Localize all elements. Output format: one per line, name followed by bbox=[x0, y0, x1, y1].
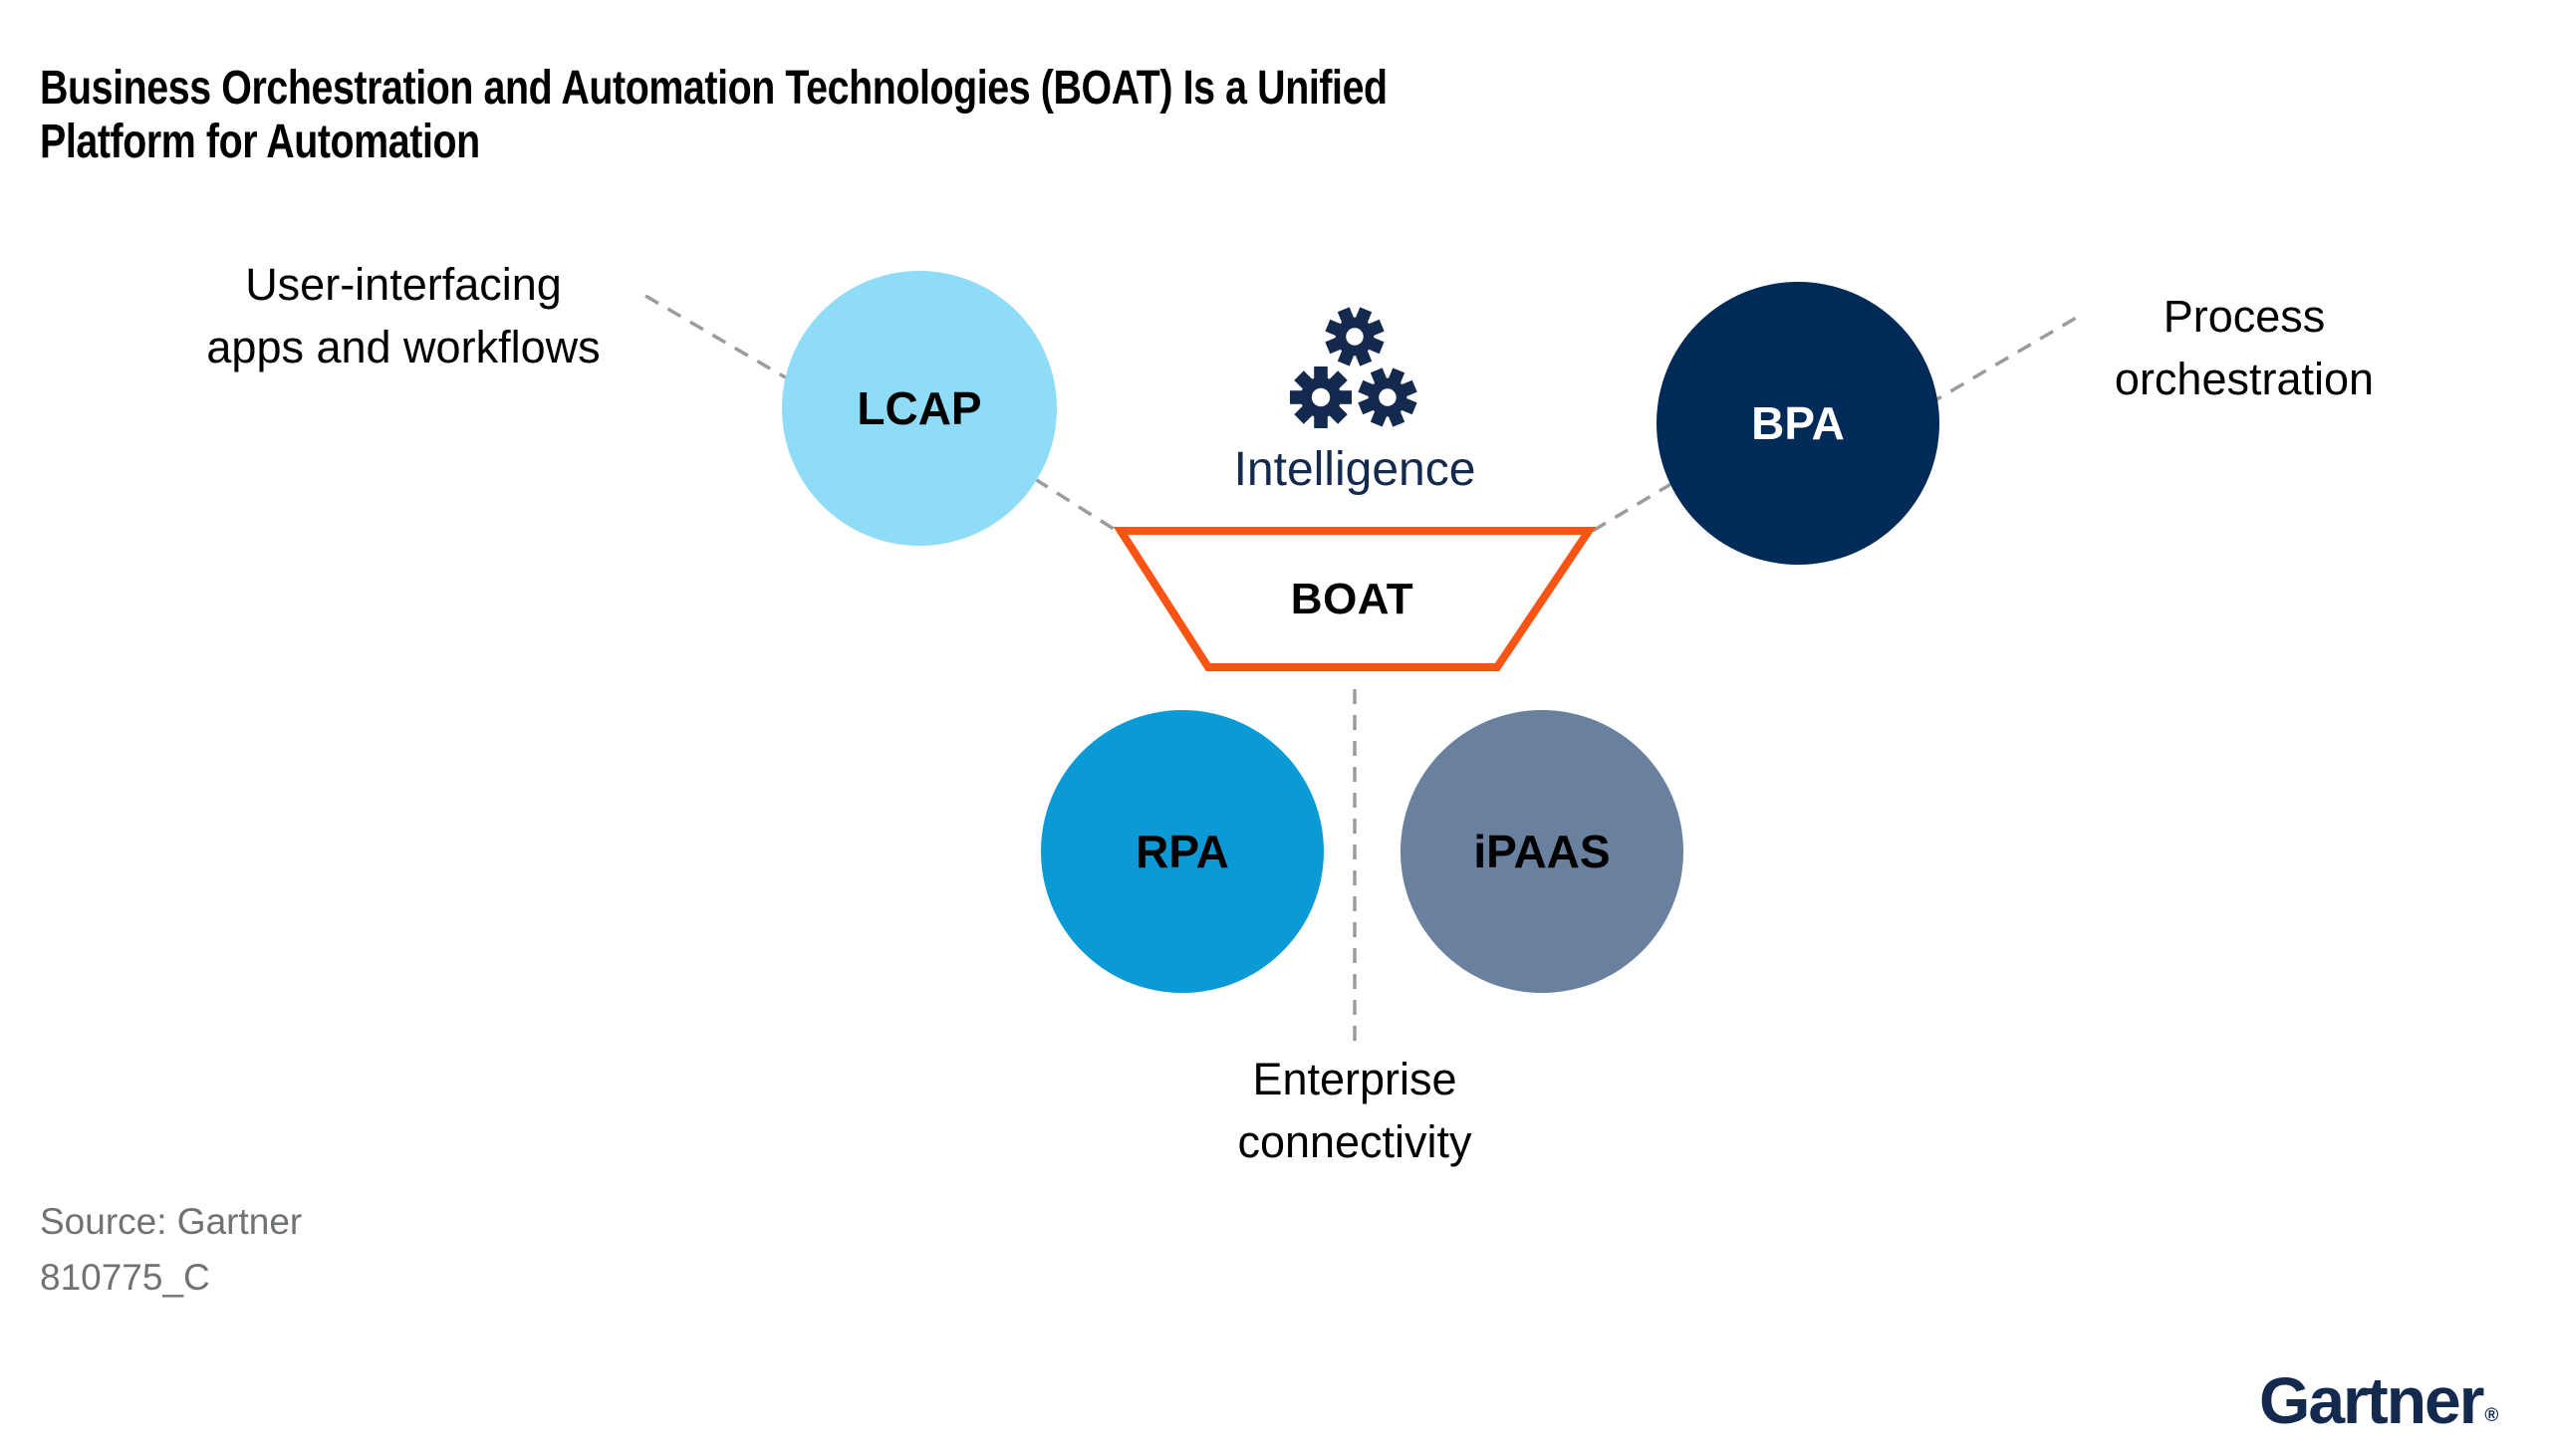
document-id: 810775_C bbox=[40, 1257, 210, 1298]
page-title: Business Orchestration and Automation Te… bbox=[40, 62, 1388, 169]
circle-lcap: LCAP bbox=[782, 271, 1057, 546]
gartner-logo-text: Gartner bbox=[2259, 1363, 2484, 1437]
connector-boat-to-bpa bbox=[1592, 480, 1675, 533]
annotation-process-orchestration: Process orchestration bbox=[2040, 285, 2448, 410]
annotation-process-orchestration-line2: orchestration bbox=[2114, 354, 2375, 404]
intelligence-label: Intelligence bbox=[1233, 443, 1476, 496]
annotation-user-interfacing-line1: User-interfacing bbox=[245, 259, 562, 310]
registered-mark: ® bbox=[2484, 1405, 2499, 1426]
circle-rpa: RPA bbox=[1041, 710, 1324, 993]
gartner-logo: Gartner® bbox=[2259, 1362, 2498, 1438]
connector-bpa-to-label bbox=[1927, 315, 2079, 406]
annotation-enterprise-connectivity: Enterprise connectivity bbox=[1106, 1048, 1604, 1173]
gears-icon bbox=[1289, 305, 1426, 436]
circle-bpa-label: BPA bbox=[1751, 397, 1845, 449]
circle-ipaas: iPAAS bbox=[1401, 710, 1683, 993]
circle-lcap-label: LCAP bbox=[857, 382, 982, 434]
boat-funnel-shape bbox=[1113, 527, 1597, 671]
circle-rpa-label: RPA bbox=[1136, 826, 1229, 877]
boat-funnel: BOAT bbox=[1106, 523, 1599, 677]
annotation-user-interfacing: User-interfacing apps and workflows bbox=[100, 253, 707, 378]
annotation-enterprise-connectivity-line1: Enterprise bbox=[1252, 1054, 1457, 1104]
annotation-user-interfacing-line2: apps and workflows bbox=[206, 322, 601, 372]
connector-label-to-lcap bbox=[644, 294, 795, 384]
connector-lcap-to-boat bbox=[1034, 477, 1118, 533]
source-text: Source: Gartner bbox=[40, 1201, 303, 1242]
circle-bpa: BPA bbox=[1657, 282, 1939, 565]
page-title-line1: Business Orchestration and Automation Te… bbox=[40, 62, 1388, 116]
annotation-enterprise-connectivity-line2: connectivity bbox=[1237, 1116, 1472, 1167]
circle-ipaas-label: iPAAS bbox=[1473, 826, 1611, 877]
annotation-process-orchestration-line1: Process bbox=[2163, 291, 2326, 342]
boat-label: BOAT bbox=[1290, 575, 1414, 623]
page-title-line2: Platform for Automation bbox=[40, 116, 480, 169]
